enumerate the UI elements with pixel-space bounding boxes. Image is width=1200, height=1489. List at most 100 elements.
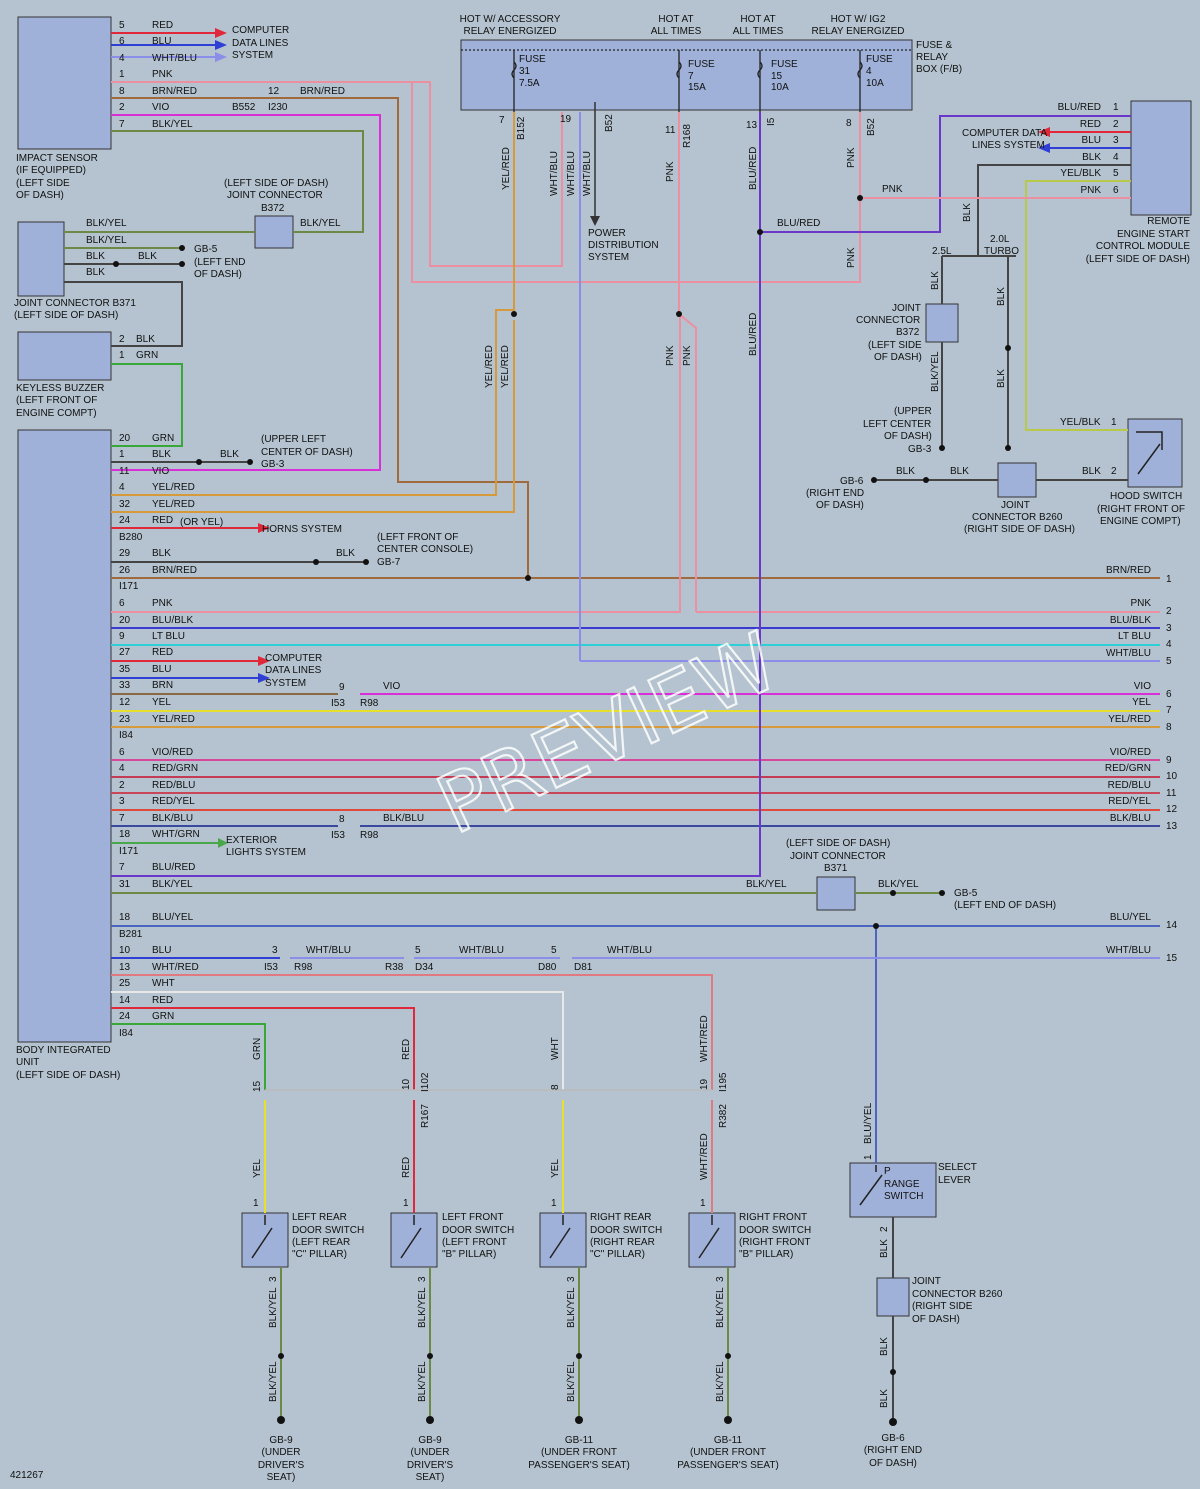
svg-text:R98: R98	[360, 698, 379, 709]
svg-text:HOT AT: HOT AT	[740, 14, 775, 25]
svg-text:SEAT): SEAT)	[267, 1472, 296, 1483]
svg-text:4: 4	[866, 66, 872, 77]
svg-text:BLK/YEL: BLK/YEL	[268, 1361, 279, 1402]
svg-text:VIO: VIO	[383, 681, 400, 692]
svg-text:ALL TIMES: ALL TIMES	[733, 26, 784, 37]
svg-text:13: 13	[746, 120, 758, 131]
svg-text:RED: RED	[152, 647, 173, 658]
svg-text:B552: B552	[232, 102, 256, 113]
svg-text:I5: I5	[766, 117, 777, 126]
svg-text:DOOR SWITCH: DOOR SWITCH	[292, 1225, 364, 1236]
svg-text:33: 33	[119, 680, 131, 691]
junction-dots	[113, 195, 1011, 1426]
svg-text:R98: R98	[360, 830, 379, 841]
wires	[64, 32, 1160, 1420]
svg-text:PNK: PNK	[1130, 598, 1151, 609]
svg-text:UNIT: UNIT	[16, 1057, 39, 1068]
svg-text:8: 8	[550, 1084, 561, 1090]
svg-text:GB-11: GB-11	[565, 1435, 594, 1446]
header-labels: HOT W/ ACCESSORY RELAY ENERGIZED HOT AT …	[460, 14, 963, 263]
svg-text:BLK: BLK	[896, 466, 915, 477]
svg-text:(UNDER: (UNDER	[262, 1447, 301, 1458]
svg-text:JOINT CONNECTOR: JOINT CONNECTOR	[790, 851, 886, 862]
svg-text:VIO: VIO	[1134, 681, 1151, 692]
svg-text:BLK: BLK	[136, 334, 155, 345]
svg-text:FUSE: FUSE	[519, 54, 546, 65]
svg-text:1: 1	[403, 1198, 409, 1209]
svg-text:RED: RED	[152, 995, 173, 1006]
svg-text:BLU/YEL: BLU/YEL	[152, 912, 194, 923]
svg-text:24: 24	[119, 1011, 131, 1022]
svg-text:WHT: WHT	[152, 978, 175, 989]
svg-text:COMPUTER: COMPUTER	[265, 653, 322, 664]
svg-text:BLK/BLU: BLK/BLU	[152, 813, 193, 824]
svg-text:YEL/BLK: YEL/BLK	[1060, 417, 1101, 428]
svg-text:I171: I171	[119, 846, 139, 857]
svg-text:1: 1	[119, 350, 125, 361]
svg-text:12: 12	[1166, 804, 1178, 815]
svg-text:DOOR SWITCH: DOOR SWITCH	[739, 1225, 811, 1236]
svg-text:BLU/RED: BLU/RED	[748, 313, 759, 356]
svg-text:RED: RED	[401, 1039, 412, 1060]
svg-text:CONNECTOR B260: CONNECTOR B260	[972, 512, 1063, 523]
svg-text:(UNDER FRONT: (UNDER FRONT	[541, 1447, 617, 1458]
wire-vio-impact	[111, 114, 381, 471]
svg-text:(RIGHT FRONT OF: (RIGHT FRONT OF	[1097, 504, 1185, 515]
select-lever-box	[849, 1162, 937, 1218]
svg-text:1: 1	[1111, 417, 1117, 428]
hood-switch-box	[1127, 418, 1183, 488]
svg-text:B52: B52	[866, 118, 877, 136]
svg-text:P: P	[884, 1166, 891, 1177]
svg-text:31: 31	[119, 879, 131, 890]
svg-text:19: 19	[699, 1078, 710, 1090]
svg-text:4: 4	[119, 53, 125, 64]
svg-text:FUSE: FUSE	[866, 54, 893, 65]
svg-text:9: 9	[1166, 755, 1172, 766]
svg-text:(LEFT SIDE OF DASH): (LEFT SIDE OF DASH)	[14, 310, 118, 321]
svg-text:BLK/YEL: BLK/YEL	[300, 218, 341, 229]
body-integrated-unit-box	[17, 429, 112, 1043]
svg-text:24: 24	[119, 515, 131, 526]
svg-text:BLK/BLU: BLK/BLU	[383, 813, 424, 824]
svg-text:HOT W/ IG2: HOT W/ IG2	[831, 14, 886, 25]
svg-text:11: 11	[119, 466, 130, 477]
svg-text:OF DASH): OF DASH)	[869, 1458, 917, 1469]
svg-text:OF DASH): OF DASH)	[194, 269, 242, 280]
fuse-symbols	[461, 49, 912, 112]
svg-text:OF DASH): OF DASH)	[912, 1314, 960, 1325]
svg-text:B372: B372	[896, 327, 920, 338]
svg-text:COMPUTER DATA: COMPUTER DATA	[962, 128, 1048, 139]
svg-text:BLK: BLK	[930, 271, 941, 290]
svg-text:CONNECTOR: CONNECTOR	[856, 315, 920, 326]
wire-blkyel-impact	[111, 130, 364, 233]
svg-text:ENGINE COMPT): ENGINE COMPT)	[1100, 516, 1181, 527]
svg-text:KEYLESS BUZZER: KEYLESS BUZZER	[16, 383, 104, 394]
svg-text:SEAT): SEAT)	[416, 1472, 445, 1483]
svg-text:I53: I53	[331, 830, 345, 841]
svg-text:20: 20	[119, 433, 131, 444]
svg-text:7: 7	[119, 862, 125, 873]
svg-text:WHT/RED: WHT/RED	[152, 962, 199, 973]
svg-text:15A: 15A	[688, 82, 706, 93]
svg-text:(LEFT SIDE: (LEFT SIDE	[868, 340, 922, 351]
joint-connector-b372	[254, 215, 294, 249]
svg-text:YEL/BLK: YEL/BLK	[1060, 168, 1101, 179]
svg-text:JOINT: JOINT	[912, 1276, 941, 1287]
svg-text:SWITCH: SWITCH	[884, 1191, 923, 1202]
svg-text:PNK: PNK	[665, 161, 676, 182]
svg-text:BLK: BLK	[879, 1389, 890, 1408]
svg-text:RIGHT FRONT: RIGHT FRONT	[739, 1212, 807, 1223]
wire-brnred-impact	[111, 97, 529, 578]
svg-text:TURBO: TURBO	[984, 246, 1019, 257]
svg-text:GB-3: GB-3	[908, 444, 932, 455]
svg-text:RED: RED	[401, 1157, 412, 1178]
svg-text:YEL: YEL	[1132, 697, 1151, 708]
svg-text:RELAY: RELAY	[916, 52, 948, 63]
svg-text:3: 3	[715, 1276, 726, 1282]
svg-text:"B" PILLAR): "B" PILLAR)	[442, 1249, 496, 1260]
svg-text:I102: I102	[420, 1072, 431, 1092]
svg-text:BRN/RED: BRN/RED	[300, 86, 345, 97]
svg-text:BLK/YEL: BLK/YEL	[715, 1287, 726, 1328]
svg-text:R168: R168	[682, 124, 693, 148]
